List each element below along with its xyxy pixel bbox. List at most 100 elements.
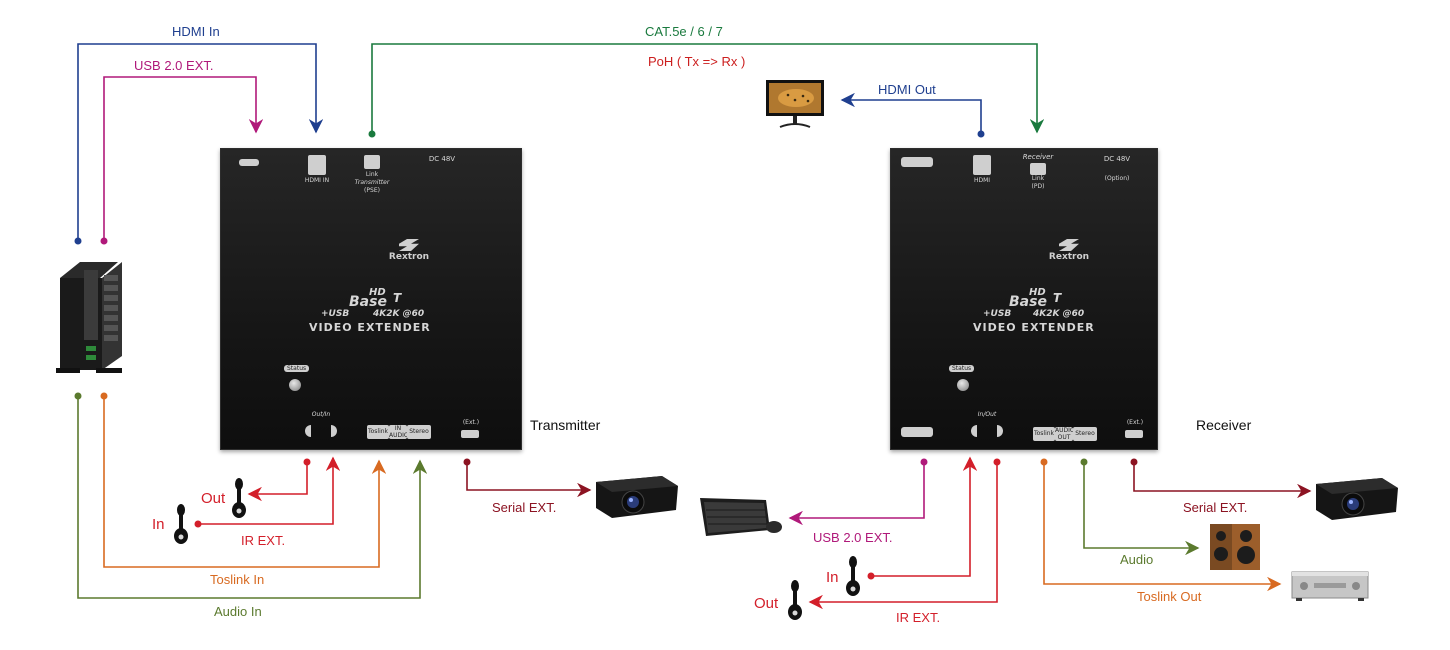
ir-out-rx-label: Out [754, 595, 779, 612]
audio-out-plate-rx: AUDIO OUT [1055, 427, 1075, 441]
link-port-rx-label: Link [1031, 175, 1045, 182]
stereo-plate-tx: Stereo [407, 425, 431, 439]
toslink-plate-tx: Toslink [367, 425, 389, 439]
ir-out-tx-label: Out [201, 490, 226, 507]
hdmi-in-port-label: HDMI IN [304, 177, 330, 184]
brand-logo-tx: Rextron [379, 239, 439, 262]
serial-ext-tx-label: Serial EXT. [492, 500, 556, 515]
ir-out-in-label-tx: Out/In [311, 411, 331, 418]
monitor-icon [766, 80, 824, 128]
cat-label: CAT.5e / 6 / 7 [645, 24, 723, 39]
hdmi-in-port-icon [308, 155, 326, 175]
usb-plus-rx: +USB [983, 309, 1012, 319]
ir-out-rx-wire [808, 462, 998, 610]
stereo-plate-rx: Stereo [1073, 427, 1097, 441]
ir-receiver-in-rx-icon [846, 556, 860, 596]
serial-ext-tx-wire [466, 462, 592, 498]
ir-in-tx-wire [198, 456, 341, 525]
option-label-rx: (Option) [1104, 175, 1130, 182]
usb-port-tx-icon [239, 159, 259, 166]
transmitter-unit: HDMI IN Link Transmitter (PSE) DC 48V Re… [220, 148, 522, 450]
ir-jack-right-rx [997, 425, 1003, 437]
ir-emitter-out-rx-icon [788, 580, 802, 620]
hdmi-in-label: HDMI In [172, 24, 220, 39]
transmitter-pse-label-1: Transmitter [354, 179, 390, 186]
base-label-rx: Base [1009, 294, 1047, 310]
cat-cable-wire [371, 43, 1045, 134]
receiver-pd-label-1: Receiver [1022, 153, 1054, 161]
projector-rx-icon [1316, 478, 1398, 520]
usb-port-bottom-rx-icon [901, 427, 933, 437]
in-audio-plate-tx: IN AUDIO [389, 425, 409, 439]
keyboard-mouse-icon [700, 498, 782, 536]
t-mark-tx: T [393, 291, 402, 305]
hd-label-rx: HD [1029, 287, 1046, 298]
dc-48v-rx-label: DC 48V [1103, 155, 1131, 163]
hd-label-tx: HD [369, 287, 386, 298]
brand-name-tx: Rextron [388, 252, 430, 262]
status-led-tx [289, 379, 301, 391]
status-label-tx: Status [284, 365, 310, 372]
pc-tower-icon [56, 262, 122, 373]
speakers-icon [1210, 524, 1260, 570]
hdmi-port-rx-label: HDMI [973, 177, 991, 184]
ir-jack-right-tx [331, 425, 337, 437]
base-label-tx: Base [349, 294, 387, 310]
ir-in-rx-label: In [826, 569, 839, 586]
status-led-rx [957, 379, 969, 391]
hdmi-in-wire [77, 43, 324, 241]
audio-rx-wire [1083, 462, 1200, 556]
transmitter-pse-label-2: (PSE) [364, 187, 380, 194]
ir-jack-left-rx [971, 425, 977, 437]
hdmi-port-rx-icon [973, 155, 991, 175]
usb-ext-rx-label: USB 2.0 EXT. [813, 530, 892, 545]
ext-label-tx: (Ext.) [462, 419, 480, 426]
usb-ext-tx-wire [103, 76, 264, 241]
serial-port-rx-icon [1125, 430, 1143, 438]
serial-ext-rx-wire [1133, 462, 1312, 499]
ir-ext-tx-label: IR EXT. [241, 533, 285, 548]
ir-in-tx-label: In [152, 516, 165, 533]
usb-plus-tx: +USB [321, 309, 350, 319]
rextron-logo-icon [1059, 239, 1079, 251]
usb-ext-rx-wire [788, 462, 925, 526]
serial-port-tx-icon [461, 430, 479, 438]
resolution-rx: 4K2K @60 [1033, 309, 1085, 319]
receiver-pd-label-2: (PD) [1031, 183, 1045, 190]
usb-port-rx-icon [901, 157, 933, 167]
audio-in-wire [77, 396, 428, 599]
audio-rx-label: Audio [1120, 552, 1153, 567]
resolution-tx: 4K2K @60 [373, 309, 425, 319]
transmitter-label: Transmitter [530, 417, 601, 433]
hdmi-out-label: HDMI Out [878, 82, 936, 97]
poh-label: PoH ( Tx => Rx ) [648, 54, 745, 69]
video-extender-tx: VIDEO EXTENDER [309, 321, 431, 334]
audio-in-label: Audio In [214, 604, 262, 619]
ir-out-tx-wire [247, 462, 308, 502]
rextron-logo-icon [399, 239, 419, 251]
ir-in-out-label-rx: In/Out [977, 411, 997, 418]
serial-ext-rx-label: Serial EXT. [1183, 500, 1247, 515]
t-mark-rx: T [1053, 291, 1062, 305]
ir-receiver-in-tx-icon [174, 504, 188, 544]
video-extender-rx: VIDEO EXTENDER [973, 321, 1095, 334]
receiver-unit: HDMI Receiver Link (PD) DC 48V (Option) … [890, 148, 1158, 450]
toslink-out-wire [1043, 462, 1282, 592]
status-label-rx: Status [949, 365, 975, 372]
receiver-label: Receiver [1196, 417, 1252, 433]
brand-logo-rx: Rextron [1039, 239, 1099, 262]
hdmi-out-wire [840, 92, 982, 134]
projector-tx-icon [596, 476, 678, 518]
brand-name-rx: Rextron [1048, 252, 1090, 262]
link-port-tx-icon [364, 155, 380, 169]
amplifier-icon [1291, 571, 1369, 601]
ir-ext-rx-label: IR EXT. [896, 610, 940, 625]
ir-jack-left-tx [305, 425, 311, 437]
ir-emitter-out-tx-icon [232, 478, 246, 518]
toslink-in-wire [103, 396, 387, 568]
link-port-tx-label: Link [365, 171, 379, 178]
usb-ext-tx-label: USB 2.0 EXT. [134, 58, 213, 73]
toslink-in-label: Toslink In [210, 572, 264, 587]
